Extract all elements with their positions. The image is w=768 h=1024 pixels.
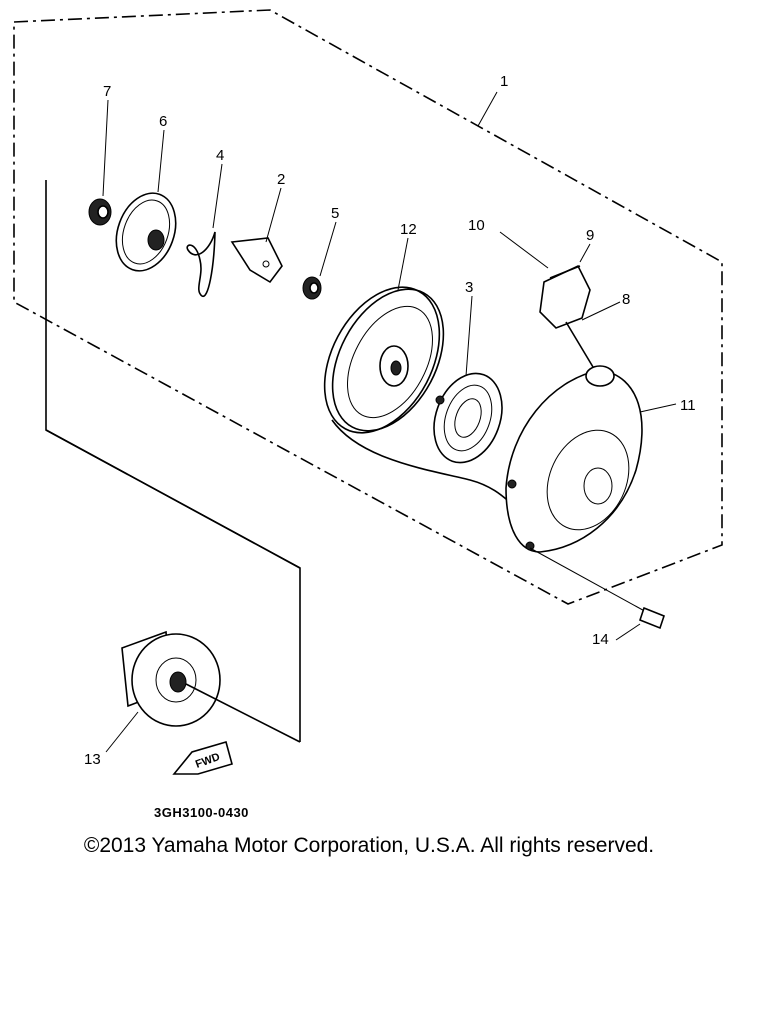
callout-5: 5 xyxy=(331,205,339,222)
callout-13: 13 xyxy=(84,751,101,768)
forward-arrow: FWD xyxy=(172,741,233,775)
callout-6: 6 xyxy=(159,113,167,130)
callout-10: 10 xyxy=(468,217,485,234)
part-13-drive-pulley xyxy=(121,630,301,743)
callout-4: 4 xyxy=(216,147,224,164)
part-8-handle-rope xyxy=(565,321,597,373)
frame-edge xyxy=(45,429,301,569)
part-4-spring xyxy=(186,231,216,297)
part-5-spring xyxy=(302,276,322,300)
callout-3: 3 xyxy=(465,279,473,296)
pawl-hole xyxy=(262,260,270,268)
callout-9: 9 xyxy=(586,227,594,244)
part-3-spiral-spring xyxy=(433,372,503,464)
callout-7: 7 xyxy=(103,83,111,100)
copyright-notice: ©2013 Yamaha Motor Corporation, U.S.A. A… xyxy=(83,834,655,857)
callout-leaders xyxy=(102,91,677,753)
callout-12: 12 xyxy=(400,221,417,238)
part-2-pawl xyxy=(230,237,283,284)
part-11-starter-case xyxy=(505,365,643,553)
part-7-nut xyxy=(88,198,112,226)
part-14-bolt xyxy=(529,547,665,630)
callout-11: 11 xyxy=(680,397,696,414)
drawing-code: 3GH3100-0430 xyxy=(154,805,249,820)
assembly-boundary xyxy=(13,9,723,605)
part-9-handle xyxy=(539,264,591,329)
callout-1: 1 xyxy=(500,73,508,90)
callout-2: 2 xyxy=(277,171,285,188)
part-6-plate xyxy=(115,192,177,272)
callout-14: 14 xyxy=(592,631,609,648)
part-12-pulley xyxy=(323,286,445,434)
callout-8: 8 xyxy=(622,291,630,308)
